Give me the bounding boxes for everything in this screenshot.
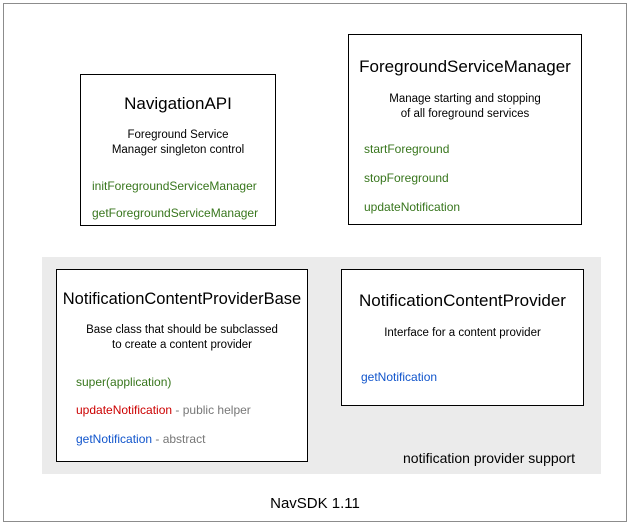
class-box-notification-content-provider[interactable]: NotificationContentProvider Interface fo… (341, 269, 584, 406)
class-description-line-1: Base class that should be subclassed (86, 323, 278, 336)
diagram-footer-caption: NavSDK 1.11 (270, 495, 360, 512)
member-list-foreground-service-manager: startForeground stopForeground updateNot… (349, 142, 581, 215)
class-description-line-2: Manager singleton control (111, 144, 245, 157)
member-row[interactable]: updateNotification - public helper (76, 403, 307, 417)
class-title-navigation-api: NavigationAPI (124, 94, 232, 113)
class-title-notification-content-provider: NotificationContentProvider (359, 291, 566, 310)
class-description-notification-content-provider: Interface for a content provider (342, 326, 583, 342)
member-name: super(application) (76, 375, 172, 389)
member-note: - abstract (152, 431, 206, 446)
member-row[interactable]: super(application) (76, 375, 307, 389)
class-description-line-1: Manage starting and stopping (389, 92, 541, 105)
class-description-foreground-service-manager: Manage starting and stopping of all fore… (349, 92, 581, 123)
class-box-notification-content-provider-base[interactable]: NotificationContentProviderBase Base cla… (56, 269, 308, 462)
class-description-line-1: Interface for a content provider (384, 326, 541, 339)
member-row[interactable]: stopForeground (364, 171, 581, 185)
member-row[interactable]: getNotification - abstract (76, 432, 307, 446)
group-panel-label: notification provider support (403, 450, 575, 466)
diagram-outer-frame: notification provider support Navigation… (3, 3, 627, 522)
member-row[interactable]: getForegroundServiceManager (92, 206, 275, 220)
member-name: getNotification (361, 370, 438, 385)
member-row[interactable]: startForeground (364, 142, 581, 156)
class-description-line-1: Foreground Service (127, 128, 229, 141)
member-name: stopForeground (364, 170, 449, 185)
member-list-navigation-api: initForegroundServiceManager getForegrou… (81, 179, 275, 221)
member-name: updateNotification (364, 200, 461, 215)
member-row[interactable]: initForegroundServiceManager (92, 179, 275, 193)
class-description-line-2: of all foreground services (400, 108, 530, 121)
member-row[interactable]: getNotification (361, 370, 583, 384)
class-title-notification-content-provider-base: NotificationContentProviderBase (62, 290, 302, 308)
class-title-foreground-service-manager: ForegroundServiceManager (359, 57, 571, 76)
member-list-notification-content-provider-base: super(application) updateNotification - … (57, 375, 307, 446)
class-description-navigation-api: Foreground Service Manager singleton con… (81, 128, 275, 159)
member-name: updateNotification (76, 403, 173, 418)
member-name: initForegroundServiceManager (92, 178, 257, 193)
class-box-navigation-api[interactable]: NavigationAPI Foreground Service Manager… (80, 74, 276, 226)
member-row[interactable]: updateNotification (364, 200, 581, 214)
member-note: - public helper (172, 403, 251, 418)
member-name: getNotification (76, 431, 153, 446)
class-description-notification-content-provider-base: Base class that should be subclassed to … (57, 323, 307, 354)
member-name: startForeground (364, 141, 450, 156)
class-box-foreground-service-manager[interactable]: ForegroundServiceManager Manage starting… (348, 34, 582, 225)
class-description-line-2: to create a content provider (112, 339, 252, 352)
member-name: getForegroundServiceManager (92, 205, 259, 220)
member-list-notification-content-provider: getNotification (342, 370, 583, 384)
